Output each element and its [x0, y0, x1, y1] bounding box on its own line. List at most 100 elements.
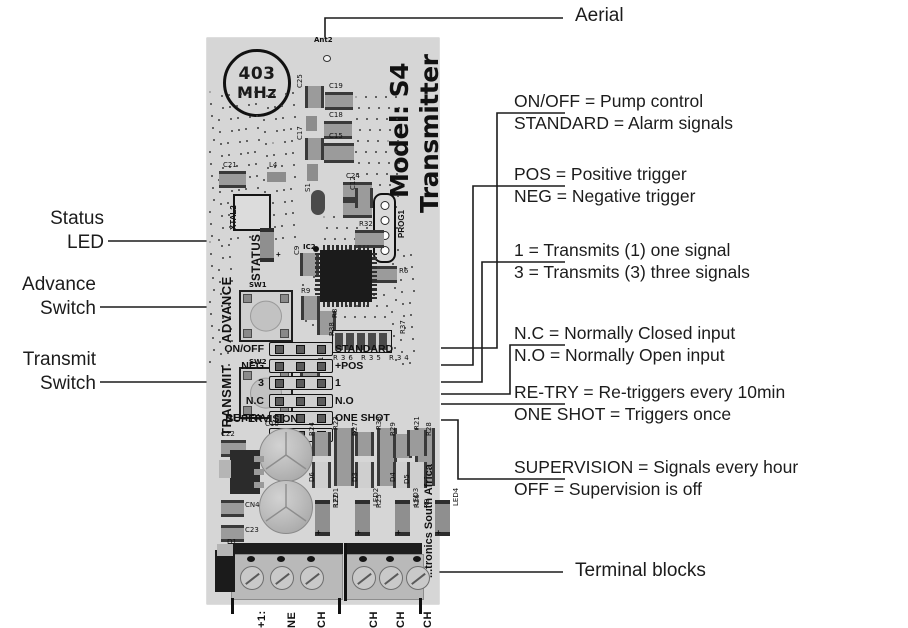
pcb-board: Ant2 403 MHz Model: S4 Transmitter C25 C…	[207, 36, 460, 628]
callout-terminal-blocks: Terminal blocks	[575, 560, 706, 582]
refdes-c17: C17	[296, 126, 304, 140]
part-reg-tab	[219, 460, 231, 478]
refdes-r24: R24	[308, 422, 316, 436]
callout-aerial: Aerial	[575, 5, 624, 27]
switch-sw1[interactable]	[239, 290, 293, 342]
jumper-row-0[interactable]	[269, 342, 333, 356]
part-r24	[312, 432, 331, 456]
silk-transmitter: Transmitter	[415, 54, 444, 214]
refdes-prog1: PROG1	[397, 209, 406, 238]
led3-plus: +	[396, 528, 401, 537]
refdes-r32: R32	[359, 220, 373, 228]
refdes-c25: C25	[296, 74, 304, 88]
terminal-screw-5[interactable]	[406, 566, 430, 590]
part-l4	[267, 172, 286, 182]
part-d6	[312, 462, 331, 488]
terminal-pin-left	[231, 598, 234, 614]
terminal-side-block	[215, 550, 235, 592]
jumper-label-left-2: 3	[258, 377, 264, 390]
terminal-label-2: CH	[316, 611, 328, 628]
terminal-side-cap	[217, 544, 233, 556]
antenna-hole	[323, 55, 331, 62]
callout-onoff-line2: STANDARD = Alarm signals	[514, 113, 733, 133]
callout-aerial-line1: Aerial	[575, 5, 624, 26]
frequency-value: 403	[238, 63, 276, 84]
callout-pos-line1: POS = Positive trigger	[514, 164, 687, 184]
refdes-r9: R9	[301, 287, 311, 295]
callout-advance-switch-line1: Advance	[22, 274, 96, 295]
refdes-d1: D1	[227, 538, 237, 546]
part-c16b	[306, 116, 317, 131]
terminal-hole-3	[359, 556, 367, 562]
status-led-plus: +	[276, 250, 281, 259]
terminal-screw-4[interactable]	[379, 566, 403, 590]
terminal-screw-0[interactable]	[240, 566, 264, 590]
leader-aerial	[324, 17, 563, 40]
refdes-c15: C15	[329, 132, 343, 140]
callout-status-led: Status LED	[0, 207, 104, 255]
callout-supervision-off: SUPERVISION = Signals every hour OFF = S…	[514, 456, 798, 500]
terminal-label-3: CH	[368, 611, 380, 628]
callout-transmit-switch: Transmit Switch	[0, 348, 96, 396]
callout-nc-no: N.C = Normally Closed input N.O = Normal…	[514, 322, 735, 366]
part-c23	[221, 525, 244, 542]
leader-lines	[100, 17, 565, 573]
callout-nc-line1: N.C = Normally Closed input	[514, 323, 736, 343]
part-led1	[315, 500, 330, 536]
jumper-label-right-1: +POS	[335, 360, 364, 373]
terminal-screw-3[interactable]	[352, 566, 376, 590]
terminal-label-0: +1:	[256, 610, 268, 628]
jumper-label-right-2: 1	[335, 377, 341, 390]
refdes-c12: C12	[349, 176, 357, 190]
callout-advance-switch: Advance Switch	[0, 273, 96, 321]
silk-ant2: Ant2	[314, 36, 333, 44]
callout-supervision-line2: OFF = Supervision is off	[514, 479, 702, 499]
refdes-ic2: IC2	[303, 243, 316, 251]
refdes-led4: LED4	[452, 487, 460, 506]
refdes-c10: C10	[265, 420, 279, 428]
switch-sw2[interactable]	[239, 367, 293, 419]
refdes-led2: LED2	[372, 487, 380, 506]
part-led4	[435, 500, 450, 536]
refdes-sw2: SW2	[249, 358, 267, 366]
callout-retry-line1: RE-TRY = Re-triggers every 10min	[514, 382, 786, 402]
jumper-row-3[interactable]	[269, 393, 333, 408]
callout-supervision-line1: SUPERVISION = Signals every hour	[514, 457, 799, 477]
ic2-pin1-dot	[313, 246, 319, 252]
part-c12	[355, 188, 373, 208]
part-c18	[324, 121, 352, 139]
refdes-r29: R29	[389, 422, 397, 436]
terminal-pin-mid2	[344, 543, 347, 601]
diagram-canvas: Status LED Advance Switch Transmit Switc…	[0, 5, 798, 628]
terminal-screw-2[interactable]	[300, 566, 324, 590]
refdes-r8: R8	[331, 308, 339, 318]
callout-retry-oneshot: RE-TRY = Re-triggers every 10min ONE SHO…	[514, 381, 785, 425]
part-c9	[300, 253, 319, 276]
terminal-hole-0	[247, 556, 255, 562]
part-r28	[407, 430, 427, 456]
refdes-d4: D4	[389, 472, 397, 482]
callout-onoff-line1: ON/OFF = Pump control	[514, 91, 704, 111]
refdes-c18: C18	[329, 111, 343, 119]
resistor-array	[332, 330, 392, 353]
part-led3	[395, 500, 410, 536]
refdes-r28: R28	[425, 422, 433, 436]
frequency-unit: MHz	[236, 82, 278, 102]
part-c17	[305, 138, 324, 160]
callout-one-line1: 1 = Transmits (1) one signal	[514, 240, 731, 260]
silk-advance: ADVANCE	[219, 276, 234, 343]
terminal-hole-5	[413, 556, 421, 562]
jumper-row-4[interactable]	[269, 410, 333, 425]
led2-plus: +	[356, 528, 361, 537]
jumper-row-1[interactable]	[269, 359, 333, 374]
terminal-screw-1[interactable]	[270, 566, 294, 590]
part-r23	[334, 428, 354, 486]
part-d3	[355, 462, 374, 488]
terminal-label-4: CH	[395, 611, 407, 628]
part-r9	[301, 296, 320, 320]
refdes-c21: C21	[223, 161, 237, 169]
part-c25	[305, 86, 324, 108]
refdes-l4: L4	[269, 161, 278, 169]
part-r32	[355, 230, 384, 248]
jumper-row-2[interactable]	[269, 376, 333, 391]
